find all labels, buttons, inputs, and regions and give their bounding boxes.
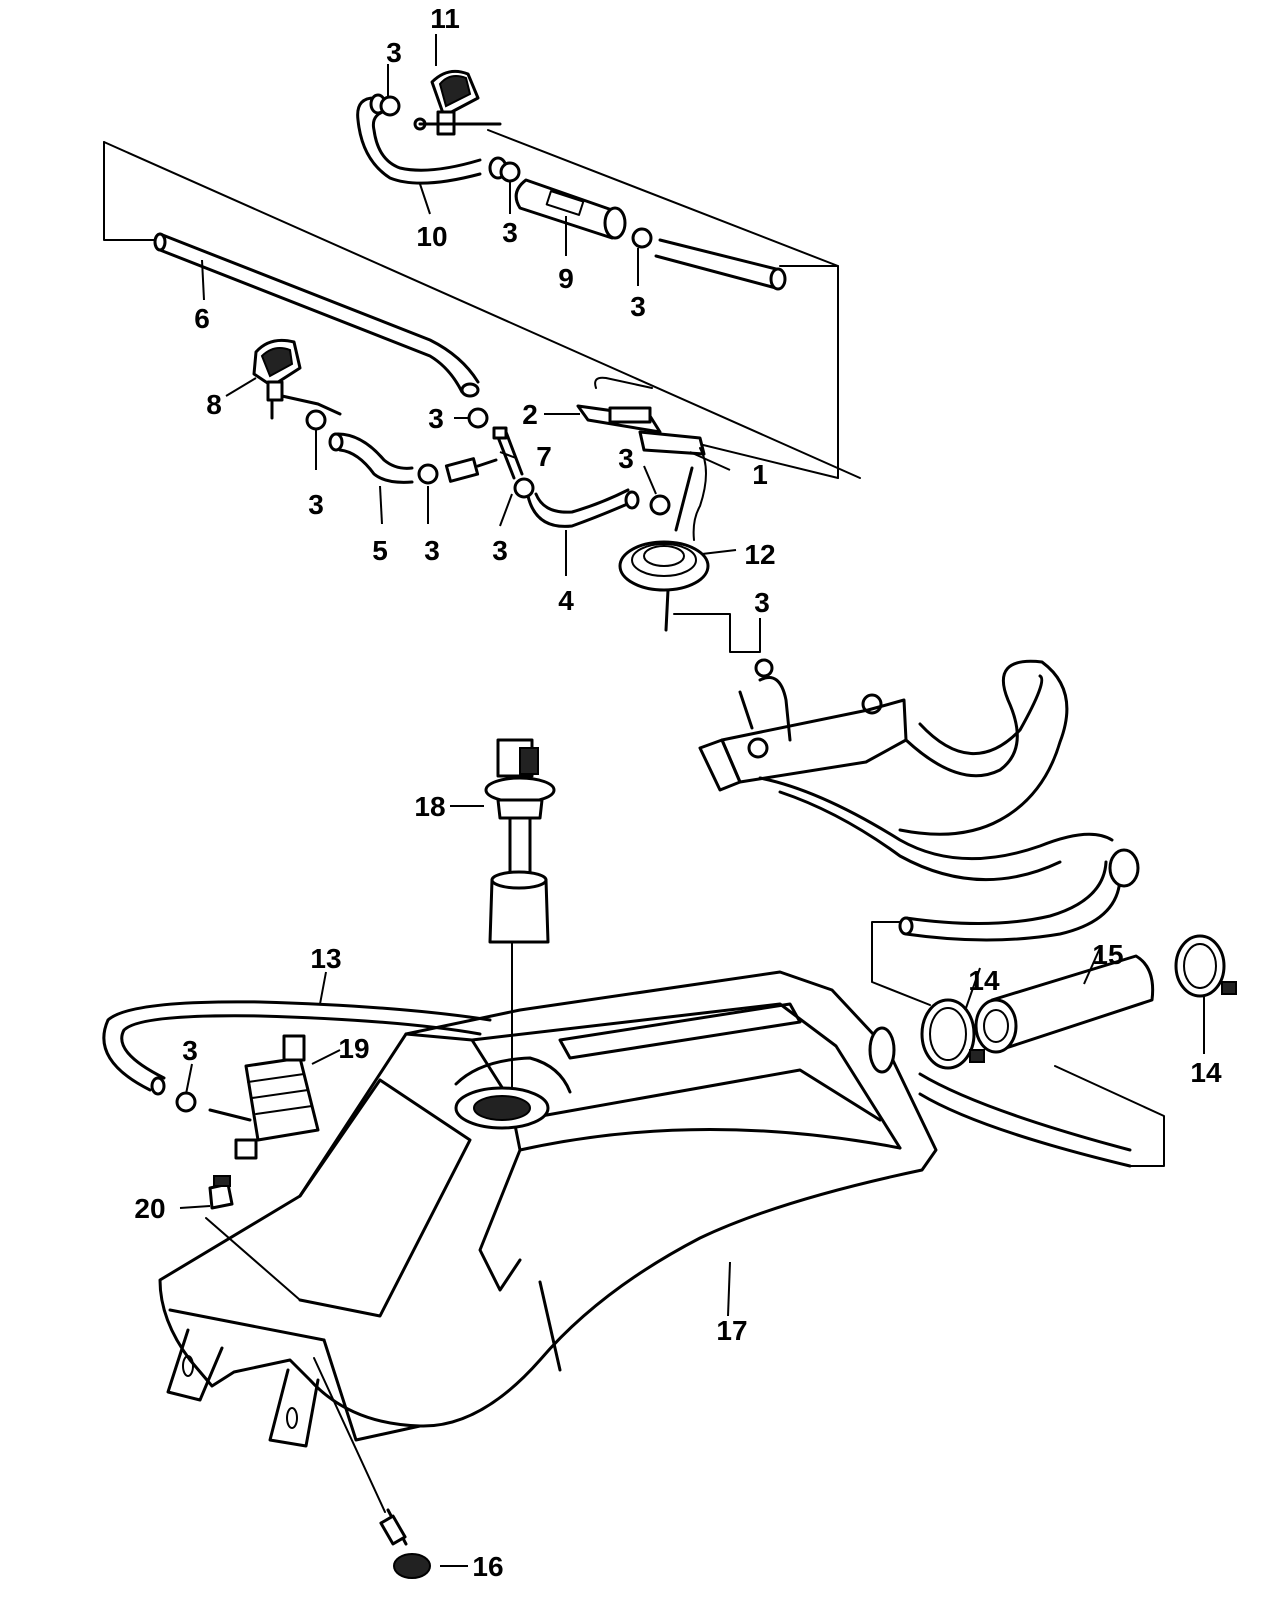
hose-lower-right	[898, 848, 1140, 942]
hose-clamp-14	[920, 934, 1237, 1070]
callout-3: 3	[308, 489, 324, 520]
connector-7	[492, 426, 524, 480]
grommet-20	[208, 1175, 234, 1210]
callout-3: 3	[424, 535, 440, 566]
callout-14: 14	[968, 965, 1000, 996]
callout-4: 4	[558, 585, 574, 616]
callout-3: 3	[492, 535, 508, 566]
callout-1: 1	[752, 459, 768, 490]
check-valve	[444, 457, 498, 483]
washer-jet-11	[413, 69, 502, 136]
callout-18: 18	[414, 791, 445, 822]
callout-19: 19	[338, 1033, 369, 1064]
pump-19	[208, 1034, 320, 1160]
callout-6: 6	[194, 303, 210, 334]
washer-jet-8	[252, 338, 342, 420]
hose-6	[153, 232, 480, 398]
hose-13	[102, 1000, 492, 1096]
callout-8: 8	[206, 389, 222, 420]
cover-1	[638, 430, 707, 541]
hose-5	[328, 432, 414, 484]
callout-20: 20	[134, 1193, 165, 1224]
callout-3: 3	[428, 403, 444, 434]
reservoir-tank-17	[158, 970, 938, 1448]
callout-3: 3	[754, 587, 770, 618]
callout-3: 3	[386, 37, 402, 68]
callout-3: 3	[630, 291, 646, 322]
callout-2: 2	[522, 399, 538, 430]
assembly-guide-lines	[103, 129, 1165, 1513]
callout-3: 3	[502, 217, 518, 248]
callout-14: 14	[1190, 1057, 1222, 1088]
callout-17: 17	[716, 1315, 747, 1346]
callout-5: 5	[372, 535, 388, 566]
callout-16: 16	[472, 1551, 503, 1582]
hose-lower-right-2	[918, 1072, 1132, 1168]
level-sensor-18	[484, 738, 556, 944]
callout-9: 9	[558, 263, 574, 294]
callout-13: 13	[310, 943, 341, 974]
callout-12: 12	[744, 539, 775, 570]
callout-3: 3	[618, 443, 634, 474]
hose-section-15	[974, 954, 1155, 1054]
mounting-bracket	[698, 658, 1114, 882]
callout-7: 7	[536, 441, 552, 472]
screw-16	[379, 1508, 431, 1579]
leader-lines	[179, 34, 1205, 1567]
callout-11: 11	[430, 3, 460, 34]
pump-flange-12	[618, 466, 710, 632]
callout-labels: 11 3 10 3 9 3 6 8 2 3 3 7 1 3 5 3 3 4 12…	[134, 3, 1222, 1582]
hose-clip-3-lower	[175, 1091, 197, 1113]
hose-clip-3-middle	[305, 407, 671, 516]
hose-upper-right	[654, 238, 787, 291]
bracket-2	[576, 376, 662, 434]
callout-15: 15	[1092, 939, 1123, 970]
filter-9	[514, 178, 627, 240]
callout-10: 10	[416, 221, 447, 252]
hose-clip-3-upper	[379, 95, 653, 249]
hose-4	[526, 488, 640, 528]
callout-3: 3	[182, 1035, 198, 1066]
